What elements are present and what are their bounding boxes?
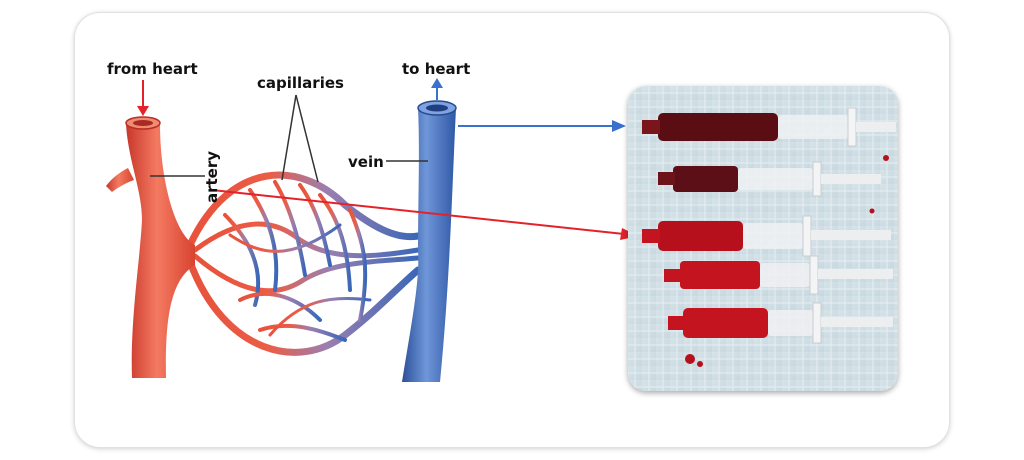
vein-vessel — [402, 100, 457, 382]
artery-vessel — [106, 116, 195, 378]
from-heart-label: from heart — [107, 60, 198, 78]
blood-drops — [685, 155, 889, 367]
capillary-network — [186, 171, 422, 356]
to-heart-arrow — [431, 78, 443, 100]
to-heart-label: to heart — [402, 60, 471, 78]
syringe-5 — [668, 302, 893, 344]
vein-label: vein — [348, 153, 384, 171]
syringe-2 — [658, 161, 881, 197]
artery-label: artery — [203, 150, 222, 204]
vein-pointer-arrow — [458, 120, 626, 132]
syringe-photo — [628, 86, 898, 391]
syringe-3 — [642, 215, 891, 257]
syringe-1 — [642, 107, 896, 147]
syringe-4 — [664, 255, 893, 295]
label-leaders — [150, 94, 428, 183]
from-heart-arrow — [137, 80, 149, 116]
capillaries-label: capillaries — [257, 74, 344, 92]
